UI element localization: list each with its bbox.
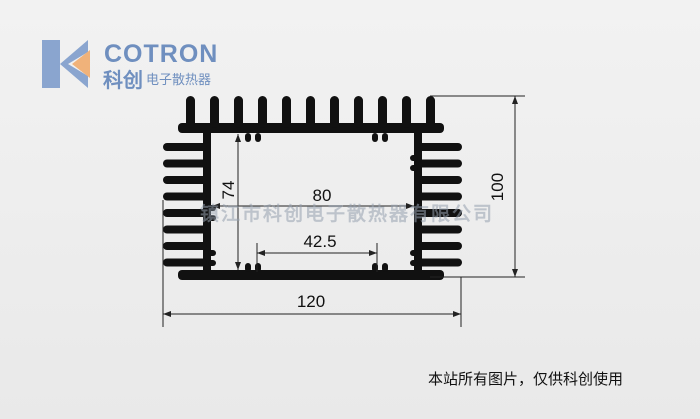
dimension-lines <box>162 95 525 327</box>
screw-slot <box>245 133 251 142</box>
top-fin <box>258 96 267 128</box>
right-wall <box>414 123 422 280</box>
left-fin <box>163 225 207 234</box>
dim-100-label: 100 <box>488 173 507 201</box>
screw-slot <box>382 263 388 272</box>
right-fin <box>418 258 462 267</box>
side-slot <box>410 250 418 256</box>
logo-mark <box>42 40 90 88</box>
logo-brand-sub: 电子散热器 <box>146 72 212 87</box>
top-fin <box>306 96 315 128</box>
top-fin <box>186 96 195 128</box>
top-fin <box>330 96 339 128</box>
screw-slot <box>255 133 261 142</box>
left-wall <box>203 123 211 280</box>
watermark: 镇江市科创电子散热器有限公司 <box>200 204 495 225</box>
arrowheads <box>163 96 518 317</box>
right-fin <box>418 242 462 250</box>
side-slot <box>410 260 418 266</box>
side-slot <box>410 155 418 161</box>
side-slot <box>208 260 216 266</box>
right-fin <box>418 143 462 151</box>
left-fin <box>163 192 207 201</box>
right-fin <box>418 176 462 184</box>
top-plate <box>178 123 444 133</box>
heatsink-profile <box>163 96 462 280</box>
screw-slot <box>372 133 378 142</box>
left-fin <box>163 176 207 184</box>
side-slot <box>410 165 418 171</box>
right-fin <box>418 209 462 217</box>
right-fin <box>418 159 462 168</box>
bottom-plate <box>178 270 444 280</box>
top-fin <box>354 96 363 128</box>
left-fin <box>163 209 207 217</box>
right-fin <box>418 192 462 201</box>
side-slot <box>208 250 216 256</box>
left-fin <box>163 159 207 168</box>
top-fin <box>402 96 411 128</box>
top-fin <box>426 96 435 128</box>
top-fin <box>378 96 387 128</box>
top-fin <box>282 96 291 128</box>
logo-brand-cn: 科创 <box>103 70 143 92</box>
left-fin <box>163 143 207 151</box>
screw-slot <box>255 263 261 272</box>
dim-80-label: 80 <box>313 186 332 205</box>
top-fin <box>210 96 219 128</box>
screw-slot <box>382 133 388 142</box>
right-fin <box>418 225 462 234</box>
screw-slot <box>245 263 251 272</box>
dim-42-5-label: 42.5 <box>303 232 336 251</box>
left-fin <box>163 242 207 250</box>
left-fin <box>163 258 207 267</box>
top-fin <box>234 96 243 128</box>
side-slot <box>208 215 216 221</box>
dim-120-label: 120 <box>297 292 325 311</box>
logo-brand-en: COTRON <box>104 40 219 68</box>
caption: 本站所有图片，仅供科创使用 <box>428 371 624 388</box>
dim-74-label: 74 <box>219 181 238 200</box>
